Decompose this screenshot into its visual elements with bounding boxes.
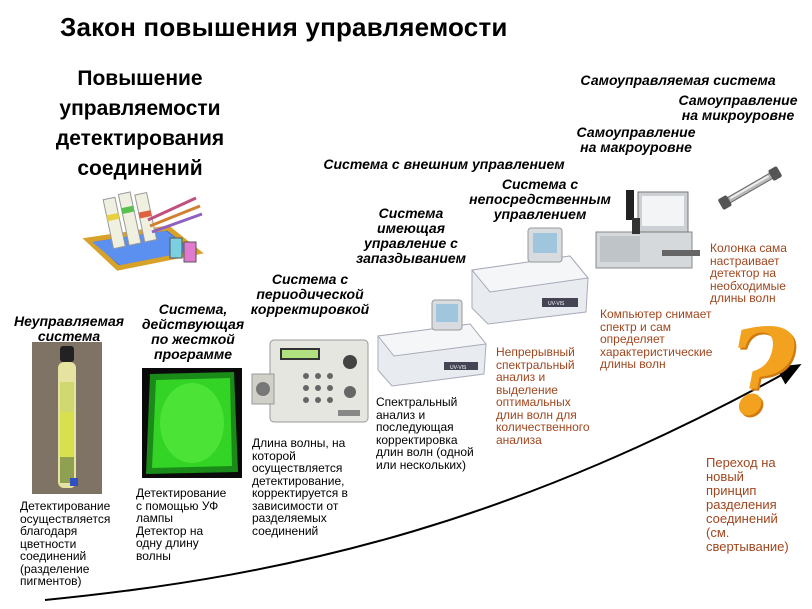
paper-chromatography-illustration [78,190,208,274]
stage-delayed-control-label: Система имеющая управление с запаздывани… [355,205,467,266]
future-transition-description: Переход на новый принцип разделения соед… [706,455,789,554]
stage-micro-self-control-label: Самоуправление на микроуровне [678,92,798,123]
subtitle: Повышение управляемости детектирования с… [55,67,225,180]
uv-vis-label-2: UV-VIS [548,301,565,307]
stage-macro-self-control-label: Самоуправление на макроуровне [576,124,696,155]
stage-direct-control-label: Система с непосредственным управлением [469,176,611,222]
stage-direct-control-description: Непрерывный спектральный анализ и выделе… [496,345,590,447]
stage-delayed-control-description: Спектральный анализ и последующая коррек… [376,395,474,472]
stage-rigid-program-description: Детектирование с помощью УФ лампы Детект… [136,486,227,563]
stage-external-control-label: Система с внешним управлением [323,156,565,172]
stage-periodic-correction-label: Система с периодической корректировкой [250,271,370,317]
stage-uncontrolled-description: Детектирование осуществляется благодаря … [20,499,111,588]
stage-micro-self-control-description: Колонка сама настраивает детектор на нео… [710,241,787,305]
stage-rigid-program-label: Система, действующая по жесткой программ… [141,301,245,362]
uv-lamp-plate-photo [142,368,242,478]
question-mark-icon: ? [726,303,796,442]
spectrophotometer-2-photo: UV-VIS [466,224,594,328]
stage-uncontrolled-label: Неуправляемая система [14,313,124,344]
column-photo [714,164,786,212]
uv-vis-label-1: UV-VIS [450,365,467,371]
stage-periodic-correction-description: Длина волны, на которой осуществляется д… [252,436,348,538]
stage-self-controlled-system-label: Самоуправляемая система [580,72,776,88]
pigment-tube-photo [32,342,102,494]
computer-spectrometer-photo [592,188,704,272]
page-title: Закон повышения управляемости [60,12,508,42]
spectrophotometer-1-photo: UV-VIS [372,290,490,390]
detector-device-photo [246,332,374,428]
stage-macro-self-control-description: Компьютер снимает спектр и сам определяе… [600,307,713,371]
